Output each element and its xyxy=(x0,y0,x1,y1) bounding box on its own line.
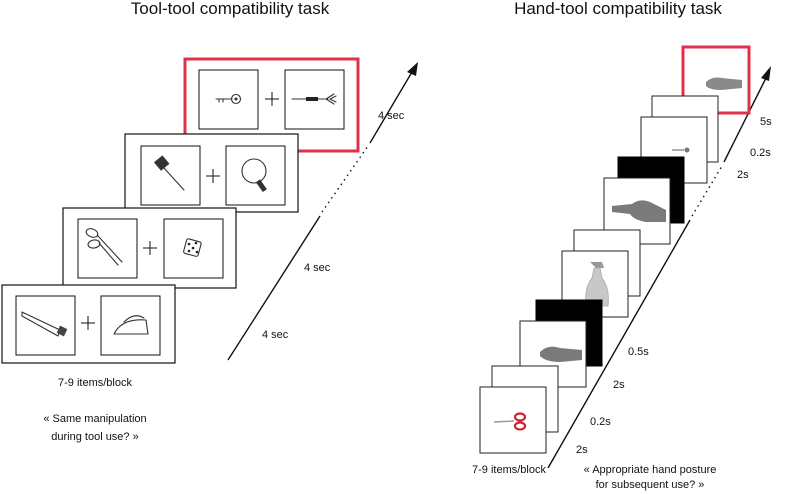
right-duration-7: 2s xyxy=(576,444,588,456)
spray-bottle-icon xyxy=(585,262,609,307)
left-time-arrowhead xyxy=(407,62,418,76)
die-icon xyxy=(183,238,202,257)
scissors-icon xyxy=(493,412,527,431)
left-trial-3-left-image xyxy=(77,218,138,279)
left-panel-title: Tool-tool compatibility task xyxy=(131,0,330,18)
left-duration-1: 4 sec xyxy=(378,110,405,122)
pointing-hand-icon xyxy=(612,200,666,222)
left-time-arrow-line-lower xyxy=(227,215,321,361)
right-question-line-2: for subsequent use? » xyxy=(596,479,705,491)
left-trial-4-right-image xyxy=(100,295,161,356)
right-duration-1: 5s xyxy=(760,116,772,128)
left-trial-2 xyxy=(124,133,299,213)
plus-icon xyxy=(265,92,279,106)
right-frame-11 xyxy=(479,386,547,454)
plus-icon xyxy=(143,241,157,255)
plus-icon xyxy=(81,316,95,330)
right-time-arrow-line-upper xyxy=(723,77,767,163)
right-time-arrowhead xyxy=(761,66,771,81)
left-time-arrow-dots xyxy=(321,145,369,213)
scissors-icon xyxy=(85,228,123,266)
right-question-line-1: « Appropriate hand posture xyxy=(584,464,717,476)
ping-pong-paddle-icon xyxy=(241,158,267,193)
right-items-per-block: 7-9 items/block xyxy=(472,464,546,476)
left-trial-4 xyxy=(1,284,176,364)
right-time-arrow-line-lower xyxy=(547,219,691,469)
left-trial-3 xyxy=(62,207,237,289)
right-duration-3: 2s xyxy=(737,169,749,181)
left-items-per-block: 7-9 items/block xyxy=(58,377,132,389)
saw-icon xyxy=(21,311,68,337)
left-trial-2-right-image xyxy=(225,145,286,206)
right-frame-11-box xyxy=(479,386,547,454)
left-duration-3: 4 sec xyxy=(262,329,289,341)
right-duration-2: 0.2s xyxy=(750,147,771,159)
fist-hand-icon xyxy=(540,346,582,362)
left-trial-4-left-image xyxy=(15,295,76,356)
key-icon xyxy=(215,93,242,105)
left-question-line-2: during tool use? » xyxy=(51,431,138,443)
fly-swatter-icon xyxy=(153,155,185,191)
right-duration-4: 0.5s xyxy=(628,346,649,358)
iron-icon xyxy=(113,315,149,335)
fist-hand-icon xyxy=(706,77,742,90)
left-question-line-1: « Same manipulation xyxy=(43,413,146,425)
dart-icon xyxy=(291,93,337,105)
right-panel-title: Hand-tool compatibility task xyxy=(514,0,722,18)
right-duration-5: 2s xyxy=(613,379,625,391)
small-tool-icon xyxy=(672,147,690,153)
right-duration-6: 0.2s xyxy=(590,416,611,428)
left-duration-2: 4 sec xyxy=(304,262,331,274)
plus-icon xyxy=(206,169,220,183)
left-time-arrow-line-upper xyxy=(369,71,413,144)
